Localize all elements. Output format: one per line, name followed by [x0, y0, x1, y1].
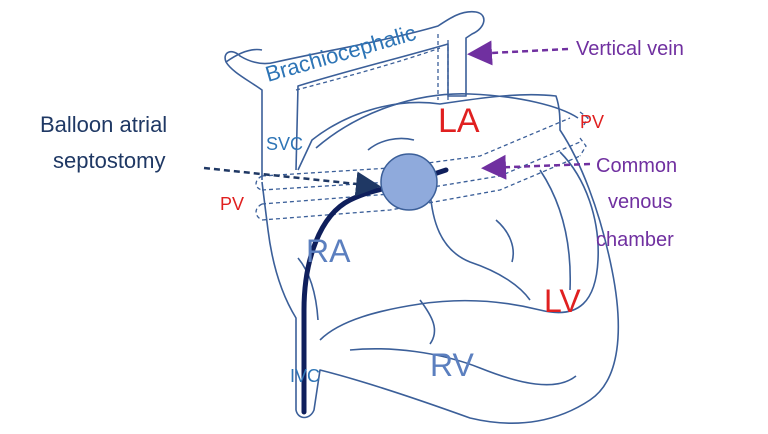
brachiocephalic-upper-edge [225, 48, 263, 63]
septostomy-balloon [380, 153, 438, 211]
common-label-line3: chamber [596, 229, 674, 251]
balloon-label-line1: Balloon atrial [40, 112, 167, 137]
pv-left-label: PV [220, 194, 244, 214]
lv-inner-wall [539, 169, 572, 291]
ra-label: RA [306, 233, 351, 269]
heart-outer-wall [261, 93, 620, 424]
catheter [301, 167, 449, 415]
ra-inner-wall [297, 257, 319, 321]
pv-right-label: PV [580, 112, 604, 132]
rv-inner-wall [319, 151, 599, 341]
la-label: LA [438, 102, 480, 140]
ivc-label: IVC [290, 366, 320, 386]
vertical-vein-label: Vertical vein [576, 38, 684, 60]
common-chamber-arrow [481, 154, 591, 180]
brachiocephalic-label: Brachiocephalic [262, 20, 418, 87]
svc-label: SVC [266, 134, 303, 154]
great-vessels [224, 10, 485, 180]
septum-line [429, 189, 531, 301]
la-fold [367, 137, 415, 151]
mitral-leaflet [495, 219, 514, 263]
svc-brachiocephalic-outline [224, 10, 485, 180]
la-upper-wall [315, 93, 579, 149]
heart-outline [261, 93, 620, 424]
tricuspid-leaflet [419, 299, 436, 345]
common-label-line1: Common [596, 155, 677, 177]
lv-label: LV [544, 283, 581, 319]
vertical-vein-dashed [295, 34, 449, 100]
balloon-label-line2: septostomy [53, 148, 166, 173]
vertical-vein-arrow [467, 40, 569, 66]
rv-lower-wall [349, 348, 577, 386]
septostomy-arrow [203, 166, 381, 197]
common-label-line2: venous [608, 191, 673, 213]
rv-label: RV [430, 347, 475, 383]
